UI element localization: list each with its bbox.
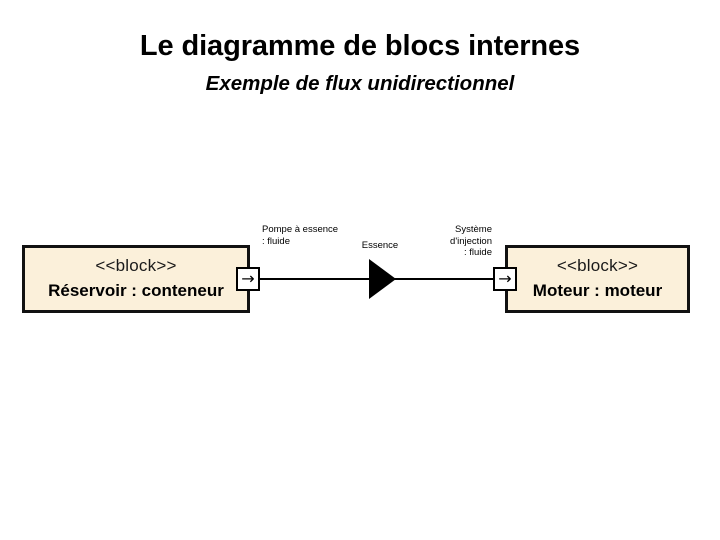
- block-moteur-stereotype: <<block>>: [556, 256, 639, 275]
- block-reservoir[interactable]: <<block>> Réservoir : conteneur: [22, 245, 250, 313]
- flow-label-essence: Essence: [361, 240, 399, 251]
- port-moteur-in[interactable]: →: [493, 267, 517, 291]
- port-label-systeme-injection: Système d'injection : fluide: [450, 224, 492, 258]
- arrow-right-icon: →: [241, 268, 255, 288]
- port-label-pompe-essence: Pompe à essence : fluide: [262, 224, 339, 247]
- block-reservoir-stereotype: <<block>>: [95, 256, 177, 275]
- flow-arrowhead-icon: [369, 259, 396, 299]
- block-reservoir-name: Réservoir : conteneur: [48, 281, 224, 300]
- page-title: Le diagramme de blocs internes: [139, 30, 581, 62]
- port-reservoir-out[interactable]: →: [236, 267, 260, 291]
- block-moteur-name: Moteur : moteur: [532, 281, 663, 300]
- arrow-right-icon: →: [498, 268, 512, 288]
- block-moteur[interactable]: <<block>> Moteur : moteur: [505, 245, 690, 313]
- title-block: Le diagramme de blocs internes Exemple d…: [0, 28, 720, 98]
- page-subtitle: Exemple de flux unidirectionnel: [205, 72, 515, 95]
